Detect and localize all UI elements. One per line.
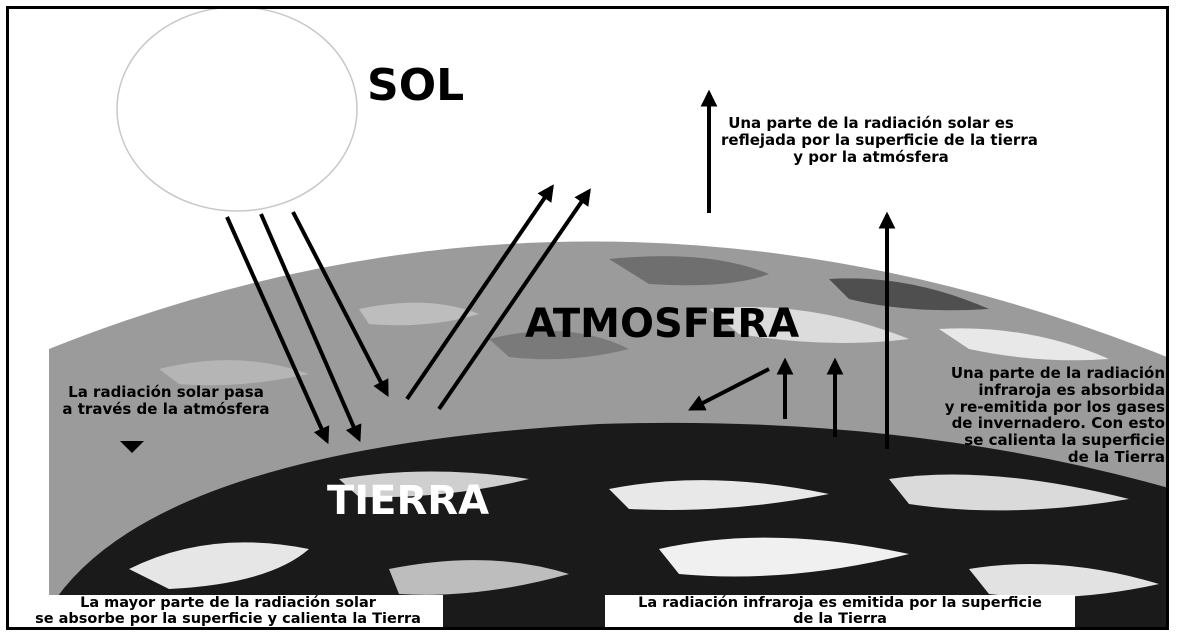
absorbed-note-line-5: se calienta la superficie (964, 431, 1165, 450)
surface-absorbs-note: La mayor parte de la radiación solar se … (13, 595, 443, 627)
absorbed-note-line-4: de invernadero. Con esto (951, 414, 1165, 433)
absorbed-note-line-2: infraroja es absorbida (978, 380, 1165, 399)
passes-note-line-1: La radiación solar pasa (68, 383, 264, 401)
earth-label: TIERRA (327, 478, 490, 524)
pointer-triangle (120, 441, 144, 453)
sun-circle (116, 9, 358, 212)
surface-note-line-2: se absorbe por la superficie y calienta … (35, 611, 421, 628)
diagram-frame: SOL ATMOSFERA TIERRA Una parte de la rad… (6, 6, 1169, 630)
solar-passes-note: La radiación solar pasa a través de la a… (31, 384, 301, 418)
greenhouse-diagram-graphic (49, 9, 1166, 627)
atmosphere-clouds (159, 256, 1109, 386)
passes-note-line-2: a través de la atmósfera (62, 399, 270, 418)
absorbed-note-line-3: y re-emitida por los gases (944, 397, 1165, 416)
infrared-emitted-note: La radiación infraroja es emitida por la… (605, 595, 1075, 627)
earth-clouds (129, 471, 1159, 598)
earth-surface (49, 422, 1166, 627)
reflected-radiation-note: Una parte de la radiación solar es refle… (721, 114, 1038, 166)
reflected-solar-arrows (405, 184, 591, 411)
atmosphere-label: ATMOSFERA (525, 301, 800, 347)
reflected-note-line-1: Una parte de la radiación solar es (728, 114, 1014, 132)
reflected-note-line-2: reflejada por la superficie de la tierra (721, 130, 1038, 149)
infrared-emission-arrows (776, 357, 844, 437)
reflected-note-line-3: y por la atmósfera (793, 147, 949, 166)
absorbed-reemitted-note: Una parte de la radiación infraroja es a… (889, 365, 1165, 466)
absorbed-note-line-1: Una parte de la radiación (950, 364, 1165, 382)
absorbed-note-line-6: de la Tierra (1067, 447, 1165, 466)
sun-label: SOL (367, 60, 465, 111)
infrared-note-line-2: de la Tierra (793, 611, 887, 628)
reemitted-infrared-arrow (688, 367, 770, 411)
surface-note-line-1: La mayor parte de la radiación solar (80, 595, 376, 611)
incoming-solar-arrows (225, 211, 389, 445)
infrared-note-line-1: La radiación infraroja es emitida por la… (638, 595, 1042, 611)
